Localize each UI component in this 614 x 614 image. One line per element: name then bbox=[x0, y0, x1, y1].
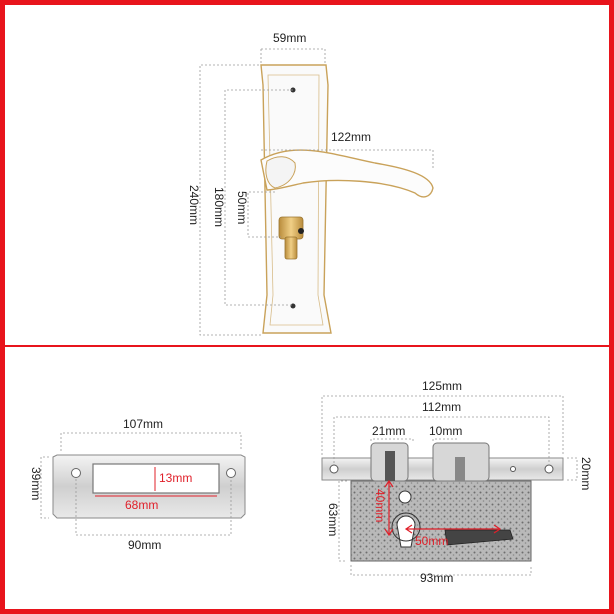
handle-backplate bbox=[260, 64, 332, 334]
bolt-width-label: 10mm bbox=[429, 424, 463, 438]
handle-hole-spacing-label: 180mm bbox=[212, 187, 226, 228]
handle-total-height-label: 240mm bbox=[187, 185, 201, 226]
lock-backset-label: 40mm bbox=[373, 489, 387, 523]
dimension-drawing bbox=[40, 48, 578, 576]
handle-dimension-lines bbox=[199, 48, 434, 336]
faceplate-right-screw-icon bbox=[544, 464, 554, 474]
faceplate-width-label: 20mm bbox=[579, 457, 593, 491]
strike-opening-length-label: 68mm bbox=[125, 498, 159, 512]
lever-rose bbox=[265, 156, 296, 189]
latch-width-label: 21mm bbox=[372, 424, 406, 438]
strike-plate-left-screw-icon bbox=[71, 468, 81, 478]
lever-length-label: 122mm bbox=[331, 130, 372, 144]
cylinder-hole-outline bbox=[391, 512, 421, 542]
section-divider bbox=[5, 345, 609, 347]
handle-center-distance-label: 50mm bbox=[235, 191, 249, 225]
lever-handle bbox=[260, 149, 434, 198]
strike-plate-height-label: 39mm bbox=[29, 467, 43, 501]
lock-dimension-lines bbox=[321, 395, 578, 576]
lock-body-length-label: 93mm bbox=[420, 571, 454, 585]
strike-plate-dimension-lines bbox=[40, 432, 242, 536]
strike-plate-red-dimensions bbox=[95, 467, 217, 497]
thumb-turn bbox=[284, 236, 298, 260]
handle-width-label: 59mm bbox=[273, 31, 307, 45]
strike-opening-height-label: 13mm bbox=[159, 471, 193, 485]
spindle-hole-icon bbox=[398, 490, 412, 504]
faceplate-small-hole-icon bbox=[510, 466, 516, 472]
bottom-screw-icon bbox=[290, 303, 296, 309]
cylinder-hole-icon bbox=[396, 515, 416, 548]
strike-plate-length-label: 107mm bbox=[123, 417, 164, 431]
door-handle bbox=[260, 64, 434, 334]
keyhole-icon bbox=[298, 228, 304, 234]
strike-plate bbox=[52, 454, 246, 519]
faceplate-left-screw-icon bbox=[329, 464, 339, 474]
mortise-lock-body bbox=[321, 442, 564, 562]
strike-plate-opening bbox=[92, 463, 220, 494]
lock-red-dimensions bbox=[384, 479, 502, 537]
latch-bolt-notch bbox=[385, 451, 395, 481]
lock-hole-spacing-label: 112mm bbox=[422, 400, 462, 414]
lock-center-distance-label: 50mm bbox=[415, 534, 449, 548]
strike-plate-right-screw-icon bbox=[226, 468, 236, 478]
dead-bolt-notch bbox=[455, 457, 465, 481]
handle-backplate-inlay bbox=[267, 74, 324, 326]
lock-lever-arm bbox=[444, 529, 514, 546]
lock-body-height-label: 63mm bbox=[326, 503, 340, 537]
key-cylinder bbox=[278, 216, 304, 240]
faceplate-length-label: 125mm bbox=[422, 379, 463, 393]
strike-plate-hole-spacing-label: 90mm bbox=[128, 538, 162, 552]
